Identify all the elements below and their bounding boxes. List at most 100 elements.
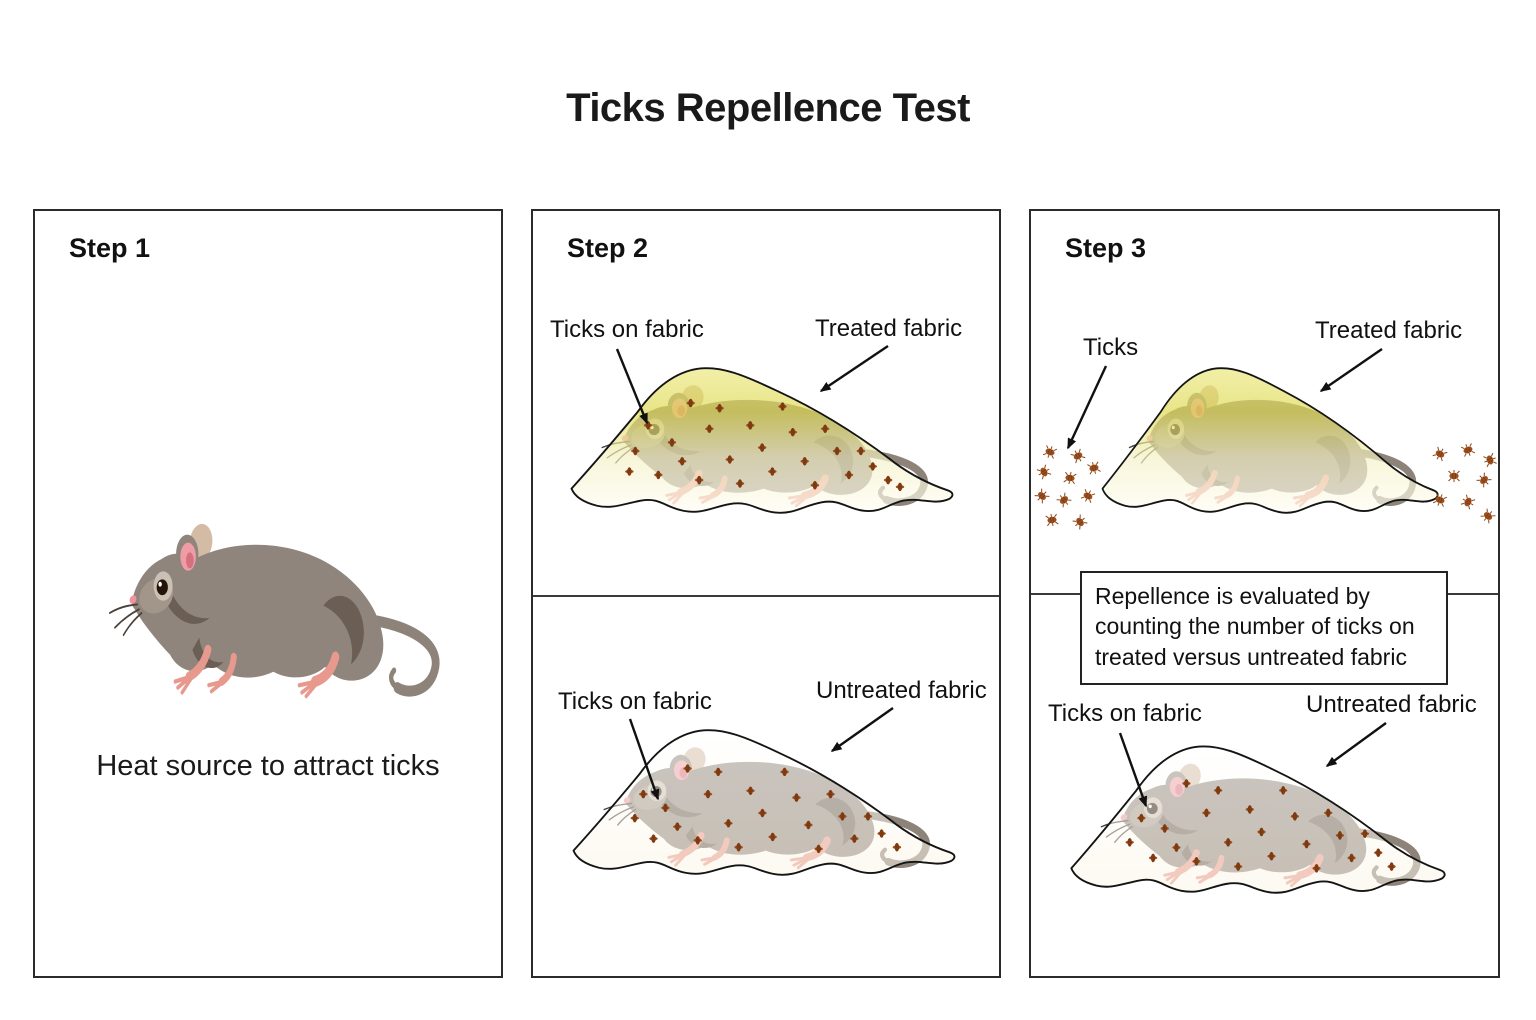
step-3-heading: Step 3 — [1065, 233, 1147, 263]
tick-on-fabric — [1387, 862, 1396, 871]
tick-on-fabric — [877, 829, 886, 838]
tick-on-fabric — [1213, 786, 1223, 795]
label-step2-ticks-on-fabric-bottom: Ticks on fabric — [558, 688, 712, 715]
label-step2-untreated-fabric: Untreated fabric — [816, 677, 987, 704]
label-step3-untreated-fabric: Untreated fabric — [1306, 691, 1477, 718]
tick-on-fabric — [667, 438, 677, 447]
tick-on-fabric — [1182, 779, 1191, 788]
tick-on-fabric — [820, 424, 830, 433]
mouse-nose — [129, 595, 137, 604]
tick-on-fabric — [1137, 813, 1146, 823]
untreated-fabric-cover — [572, 729, 956, 876]
tick-bug — [1432, 493, 1448, 507]
tick-on-fabric — [1125, 837, 1134, 847]
tick-on-fabric — [768, 832, 777, 842]
tick-on-fabric — [673, 822, 682, 831]
tick-on-fabric — [649, 834, 658, 843]
label-step3-treated-fabric: Treated fabric — [1315, 317, 1463, 344]
illustration-step3-loose-ticks-left — [1034, 445, 1101, 530]
mouse-tail — [369, 614, 440, 697]
tick-bug — [1045, 513, 1059, 527]
tick-on-fabric — [725, 455, 735, 464]
tick-bug — [1483, 452, 1497, 468]
tick-on-fabric — [1360, 829, 1370, 838]
tick-on-fabric — [694, 475, 704, 485]
tick-on-fabric — [1148, 853, 1158, 863]
tick-on-fabric — [892, 842, 902, 852]
tick-on-fabric — [1257, 827, 1266, 837]
step-2-heading: Step 2 — [567, 233, 649, 263]
tick-on-fabric — [788, 427, 798, 437]
illustration-step2-treated — [570, 367, 954, 514]
tick-on-fabric — [1160, 824, 1169, 833]
tick-on-fabric — [1279, 786, 1288, 795]
tick-bug — [1063, 471, 1077, 485]
tick-bug — [1480, 508, 1496, 524]
tick-on-fabric — [1192, 857, 1201, 866]
tick-on-fabric — [735, 479, 745, 488]
tick-on-fabric — [757, 443, 767, 452]
tick-on-fabric — [1324, 808, 1333, 818]
tick-on-fabric — [1302, 839, 1311, 849]
tick-on-fabric — [683, 764, 692, 773]
tick-on-fabric — [625, 467, 634, 476]
tick-on-fabric — [1223, 837, 1233, 847]
untreated-fabric-cover — [1070, 745, 1446, 894]
illustration-step1-mouse — [109, 523, 440, 699]
label-step2-ticks-on-fabric-top: Ticks on fabric — [550, 316, 704, 343]
illustration-step3-treated — [1101, 367, 1439, 514]
tick-on-fabric — [804, 820, 813, 830]
tick-on-fabric — [1290, 812, 1300, 821]
tick-on-fabric — [856, 446, 866, 456]
tick-on-fabric — [810, 480, 820, 490]
panel-step-1: Step 1 Heat source to attract ticks — [33, 209, 503, 978]
tick-on-fabric — [746, 786, 755, 795]
tick-bug — [1034, 488, 1050, 504]
illustration-step3-untreated — [1070, 745, 1446, 894]
tick-on-fabric — [1374, 848, 1383, 858]
tick-bug — [1070, 448, 1086, 464]
tick-on-fabric — [1267, 851, 1276, 861]
tick-on-fabric — [1202, 808, 1211, 818]
tick-bug — [1080, 488, 1096, 504]
tick-on-fabric — [868, 462, 878, 471]
tick-bug — [1476, 472, 1492, 488]
tick-on-fabric — [838, 812, 847, 821]
tick-on-fabric — [832, 446, 842, 456]
tick-on-fabric — [814, 844, 823, 854]
tick-on-fabric — [661, 803, 670, 813]
tick-on-fabric — [1245, 805, 1254, 814]
tick-on-fabric — [693, 836, 703, 845]
tick-bug — [1448, 470, 1460, 482]
tick-on-fabric — [1335, 831, 1345, 840]
illustration-step3-loose-ticks-right — [1432, 443, 1497, 524]
tick-on-fabric — [686, 398, 695, 408]
tick-on-fabric — [1312, 863, 1321, 873]
tick-on-fabric — [713, 767, 723, 777]
step-1-caption: Heat source to attract ticks — [96, 750, 440, 782]
tick-on-fabric — [863, 812, 873, 821]
tick-on-fabric — [826, 789, 835, 799]
tick-on-fabric — [895, 482, 905, 492]
tick-on-fabric — [654, 470, 663, 480]
panel-2-divider — [533, 595, 999, 597]
tick-on-fabric — [883, 475, 893, 485]
tick-on-fabric — [715, 403, 724, 413]
tick-on-fabric — [745, 421, 755, 430]
tick-bug — [1056, 492, 1072, 508]
tick-bug — [1460, 443, 1476, 457]
illustration-step2-untreated — [572, 729, 956, 876]
tick-on-fabric — [1172, 843, 1181, 852]
tick-on-fabric — [800, 456, 809, 466]
treated-fabric-cover — [570, 367, 954, 514]
tick-on-fabric — [1347, 853, 1356, 863]
label-step2-treated-fabric: Treated fabric — [815, 315, 963, 342]
label-step3-ticks-on-fabric: Ticks on fabric — [1048, 700, 1202, 727]
tick-on-fabric — [850, 834, 859, 843]
tick-on-fabric — [630, 813, 640, 823]
tick-bug — [1460, 494, 1476, 510]
step-1-heading: Step 1 — [69, 233, 151, 263]
tick-on-fabric — [631, 446, 640, 456]
tick-on-fabric — [758, 808, 767, 818]
tick-on-fabric — [734, 842, 743, 852]
